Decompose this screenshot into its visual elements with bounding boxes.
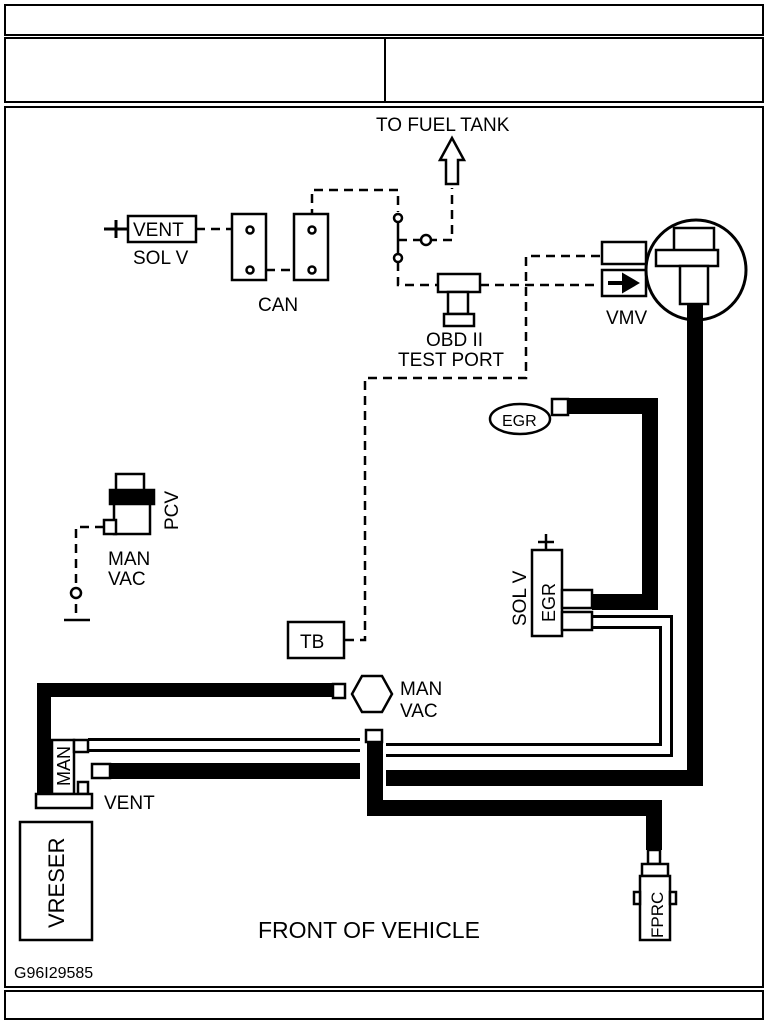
sol-v-egr-label-2: EGR xyxy=(539,583,559,622)
figure-id-label: G96I29585 xyxy=(14,965,93,982)
obd-test-port-icon xyxy=(436,272,482,328)
vmv-label: VMV xyxy=(606,308,648,329)
obd-label-line2: TEST PORT xyxy=(398,350,504,371)
front-of-vehicle-label: FRONT OF VEHICLE xyxy=(258,917,480,943)
to-fuel-tank-label: TO FUEL TANK xyxy=(376,115,510,136)
hose-vmv-down xyxy=(386,304,703,786)
vent-box-label: VENT xyxy=(133,220,184,241)
canister xyxy=(230,212,330,282)
dash-can-to-tee xyxy=(310,188,400,218)
header-right-cell xyxy=(384,37,764,103)
man-vac-left-label-2: VAC xyxy=(108,569,146,590)
pcv-valve xyxy=(102,472,156,536)
dash-tee-right xyxy=(398,188,454,242)
man-vac-mid-label-2: VAC xyxy=(400,701,438,722)
dashed-lines xyxy=(74,188,602,642)
man-vac-left-label-1: MAN xyxy=(108,549,150,570)
egr-vacuum-port xyxy=(488,397,570,436)
vacuum-reservoir xyxy=(18,792,94,942)
can-label: CAN xyxy=(258,295,298,316)
title-row xyxy=(4,4,764,36)
vent-label: VENT xyxy=(104,793,155,814)
hose-egr-loop xyxy=(568,398,658,610)
tb-label: TB xyxy=(300,632,324,653)
fprc-label: FPRC xyxy=(648,892,667,938)
fuel-tank-arrow-icon xyxy=(437,135,467,186)
egr-oval-label: EGR xyxy=(502,413,537,430)
man-vac-mid-label-1: MAN xyxy=(400,679,442,700)
sol-v-egr-label-1: SOL V xyxy=(510,570,531,626)
obd-label-line1: OBD II xyxy=(426,330,483,351)
man-vac-hex-fitting xyxy=(331,674,394,744)
man-vertical-label: MAN xyxy=(54,746,74,786)
man-vac-ground-icon xyxy=(64,586,90,622)
dash-to-obd xyxy=(396,262,600,287)
pcv-label: PCV xyxy=(162,491,183,530)
footer-row xyxy=(4,990,764,1020)
tee-fitting xyxy=(392,212,433,264)
diagram-frame xyxy=(4,106,764,988)
reservoir-fittings xyxy=(50,738,112,796)
vent-sol-v xyxy=(104,214,198,244)
vreser-label: VRESER xyxy=(44,838,69,928)
fprc-solenoid xyxy=(632,848,678,942)
tb-box xyxy=(286,620,346,660)
hose-man-top xyxy=(37,683,335,800)
dash-pcv-manvac xyxy=(74,525,104,615)
hose-center-down xyxy=(367,738,662,850)
outline-hose xyxy=(88,615,673,757)
vmv-valve xyxy=(600,218,748,322)
thick-hoses xyxy=(37,304,703,850)
sol-v-egr xyxy=(530,534,594,638)
dash-tb-to-vmv xyxy=(345,254,602,642)
sol-v-label: SOL V xyxy=(133,248,189,269)
